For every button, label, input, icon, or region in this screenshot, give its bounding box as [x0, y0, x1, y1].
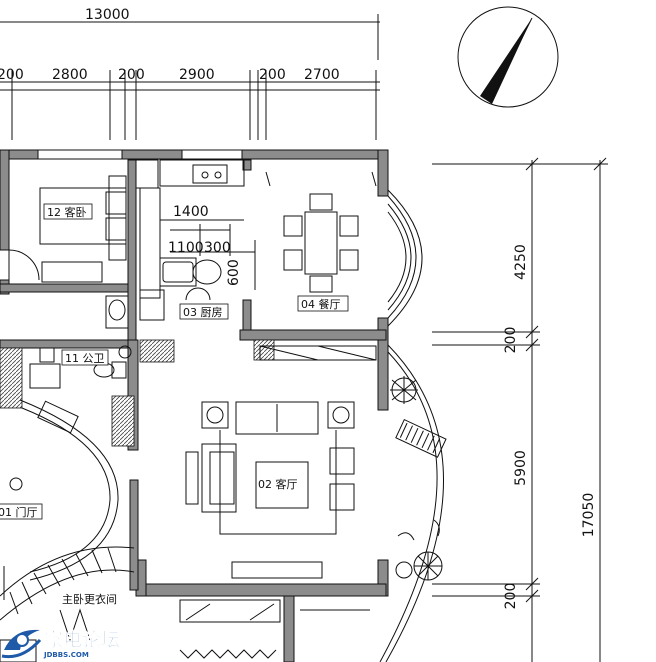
hatched-walls — [0, 339, 275, 447]
sliding-door — [259, 345, 377, 361]
dimension-right-4: 200 — [503, 583, 519, 610]
public-wc-fixtures — [29, 295, 132, 389]
room-label-living: 02 客厅 — [258, 477, 298, 491]
dimension-top-6: 2700 — [304, 67, 340, 83]
dimension-top-3: 200 — [118, 67, 145, 83]
kitchen-dim-600: 600 — [226, 259, 242, 286]
dining-table — [283, 193, 359, 293]
dimension-top-5: 200 — [259, 67, 286, 83]
room-label-kitchen: 03 厨房 — [183, 306, 223, 319]
exterior-walls — [0, 149, 389, 662]
room-label-dining: 04 餐厅 — [301, 297, 341, 311]
plant-icon — [390, 376, 443, 581]
label-box-entrance — [0, 503, 43, 520]
dimension-top-2: 2800 — [52, 67, 88, 83]
living-sofa-set — [185, 401, 355, 579]
label-box-public-wc — [61, 349, 109, 366]
dimension-top-1: 200 — [0, 67, 24, 83]
terrace-curve — [379, 344, 444, 662]
dimension-total-width: 13000 — [85, 7, 130, 23]
kitchen-dim-1100: 1100 — [168, 240, 204, 256]
label-box-dining — [297, 295, 349, 312]
kitchen-dim-1400: 1400 — [173, 204, 209, 220]
room-labels: 12 客卧 03 厨房 04 餐厅 11 公卫 02 客厅 01 门厅 主卧更衣… — [0, 203, 349, 606]
dimension-right-3: 5900 — [513, 450, 529, 486]
kitchen-fixtures — [139, 159, 256, 321]
dimension-right-total: 17050 — [581, 493, 597, 538]
north-arrow-icon — [457, 6, 559, 108]
dimension-top-4: 2900 — [179, 67, 215, 83]
kitchen-dim-300: 300 — [204, 240, 231, 256]
label-box-kitchen — [179, 303, 229, 320]
closet-hanging-rod — [179, 599, 370, 659]
outdoor-bench — [395, 418, 447, 458]
room-label-public-wc: 11 公卫 — [65, 352, 105, 365]
label-box-guest-bedroom — [43, 203, 93, 220]
bay-window — [387, 189, 423, 327]
room-label-entrance: 01 门厅 — [0, 505, 38, 519]
room-label-guest-bedroom: 12 客卧 — [47, 205, 87, 219]
room-label-master-closet: 主卧更衣间 — [62, 592, 117, 606]
spiral-stair — [0, 546, 135, 662]
watermark-url: JDBBS.COM — [43, 651, 89, 659]
guest-bed — [8, 187, 127, 283]
entrance-curve — [9, 399, 119, 581]
right-dimension-chain — [432, 157, 608, 662]
dimension-right-2: 200 — [503, 327, 519, 354]
dining-door-mark — [265, 171, 271, 187]
top-dimension-chain — [0, 14, 380, 140]
forum-watermark-logo: 家电论坛 JDBBS.COM — [1, 628, 120, 659]
dimension-right-1: 4250 — [513, 244, 529, 280]
watermark-title: 家电论坛 — [44, 628, 120, 651]
dining-door-mark-2 — [371, 171, 377, 187]
